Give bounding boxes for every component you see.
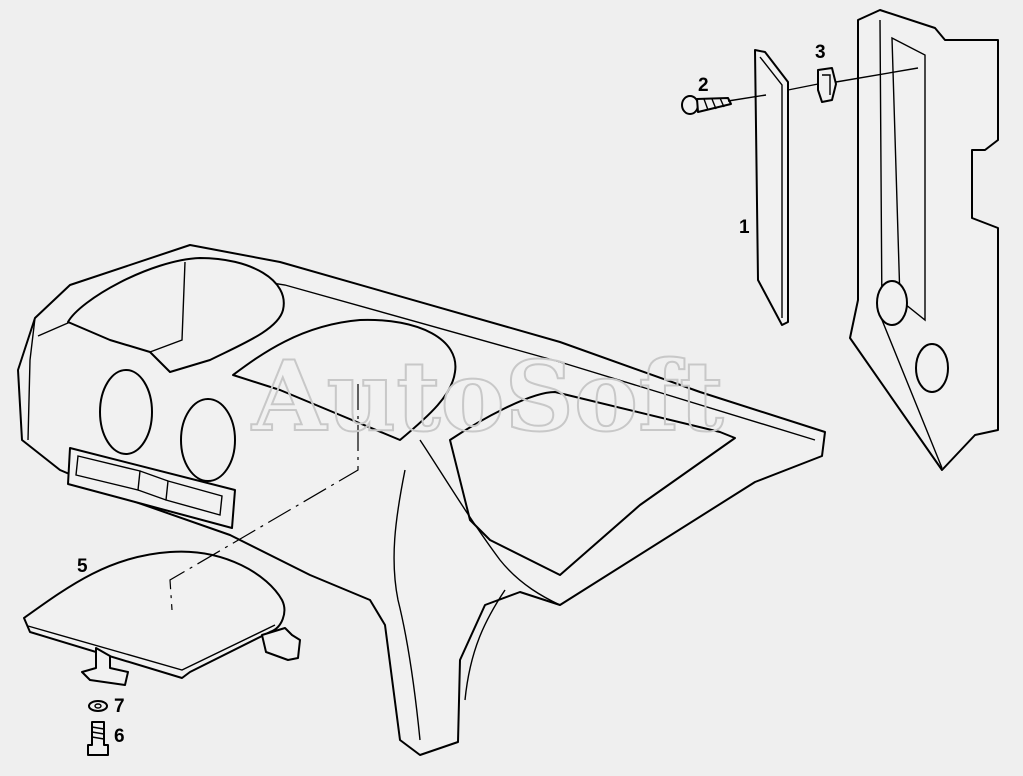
watermark-text: AutoSoft <box>251 340 724 453</box>
part-5-cover <box>23 550 301 686</box>
side-trim-panel <box>849 9 999 471</box>
callout-6: 6 <box>114 726 125 747</box>
part-6-bolt <box>87 721 109 756</box>
part-1-plate <box>754 49 789 326</box>
callout-2: 2 <box>698 75 709 96</box>
callout-3: 3 <box>815 42 826 63</box>
part-2-screw <box>681 95 732 115</box>
part-3-clip <box>817 67 837 103</box>
part-7-washer <box>88 700 108 712</box>
assembly-lines <box>169 67 919 611</box>
callout-5: 5 <box>77 556 88 577</box>
callout-7: 7 <box>114 696 125 717</box>
callout-1: 1 <box>739 217 750 238</box>
console-housing <box>17 244 826 756</box>
callouts: 1 2 3 5 6 7 <box>77 42 826 747</box>
